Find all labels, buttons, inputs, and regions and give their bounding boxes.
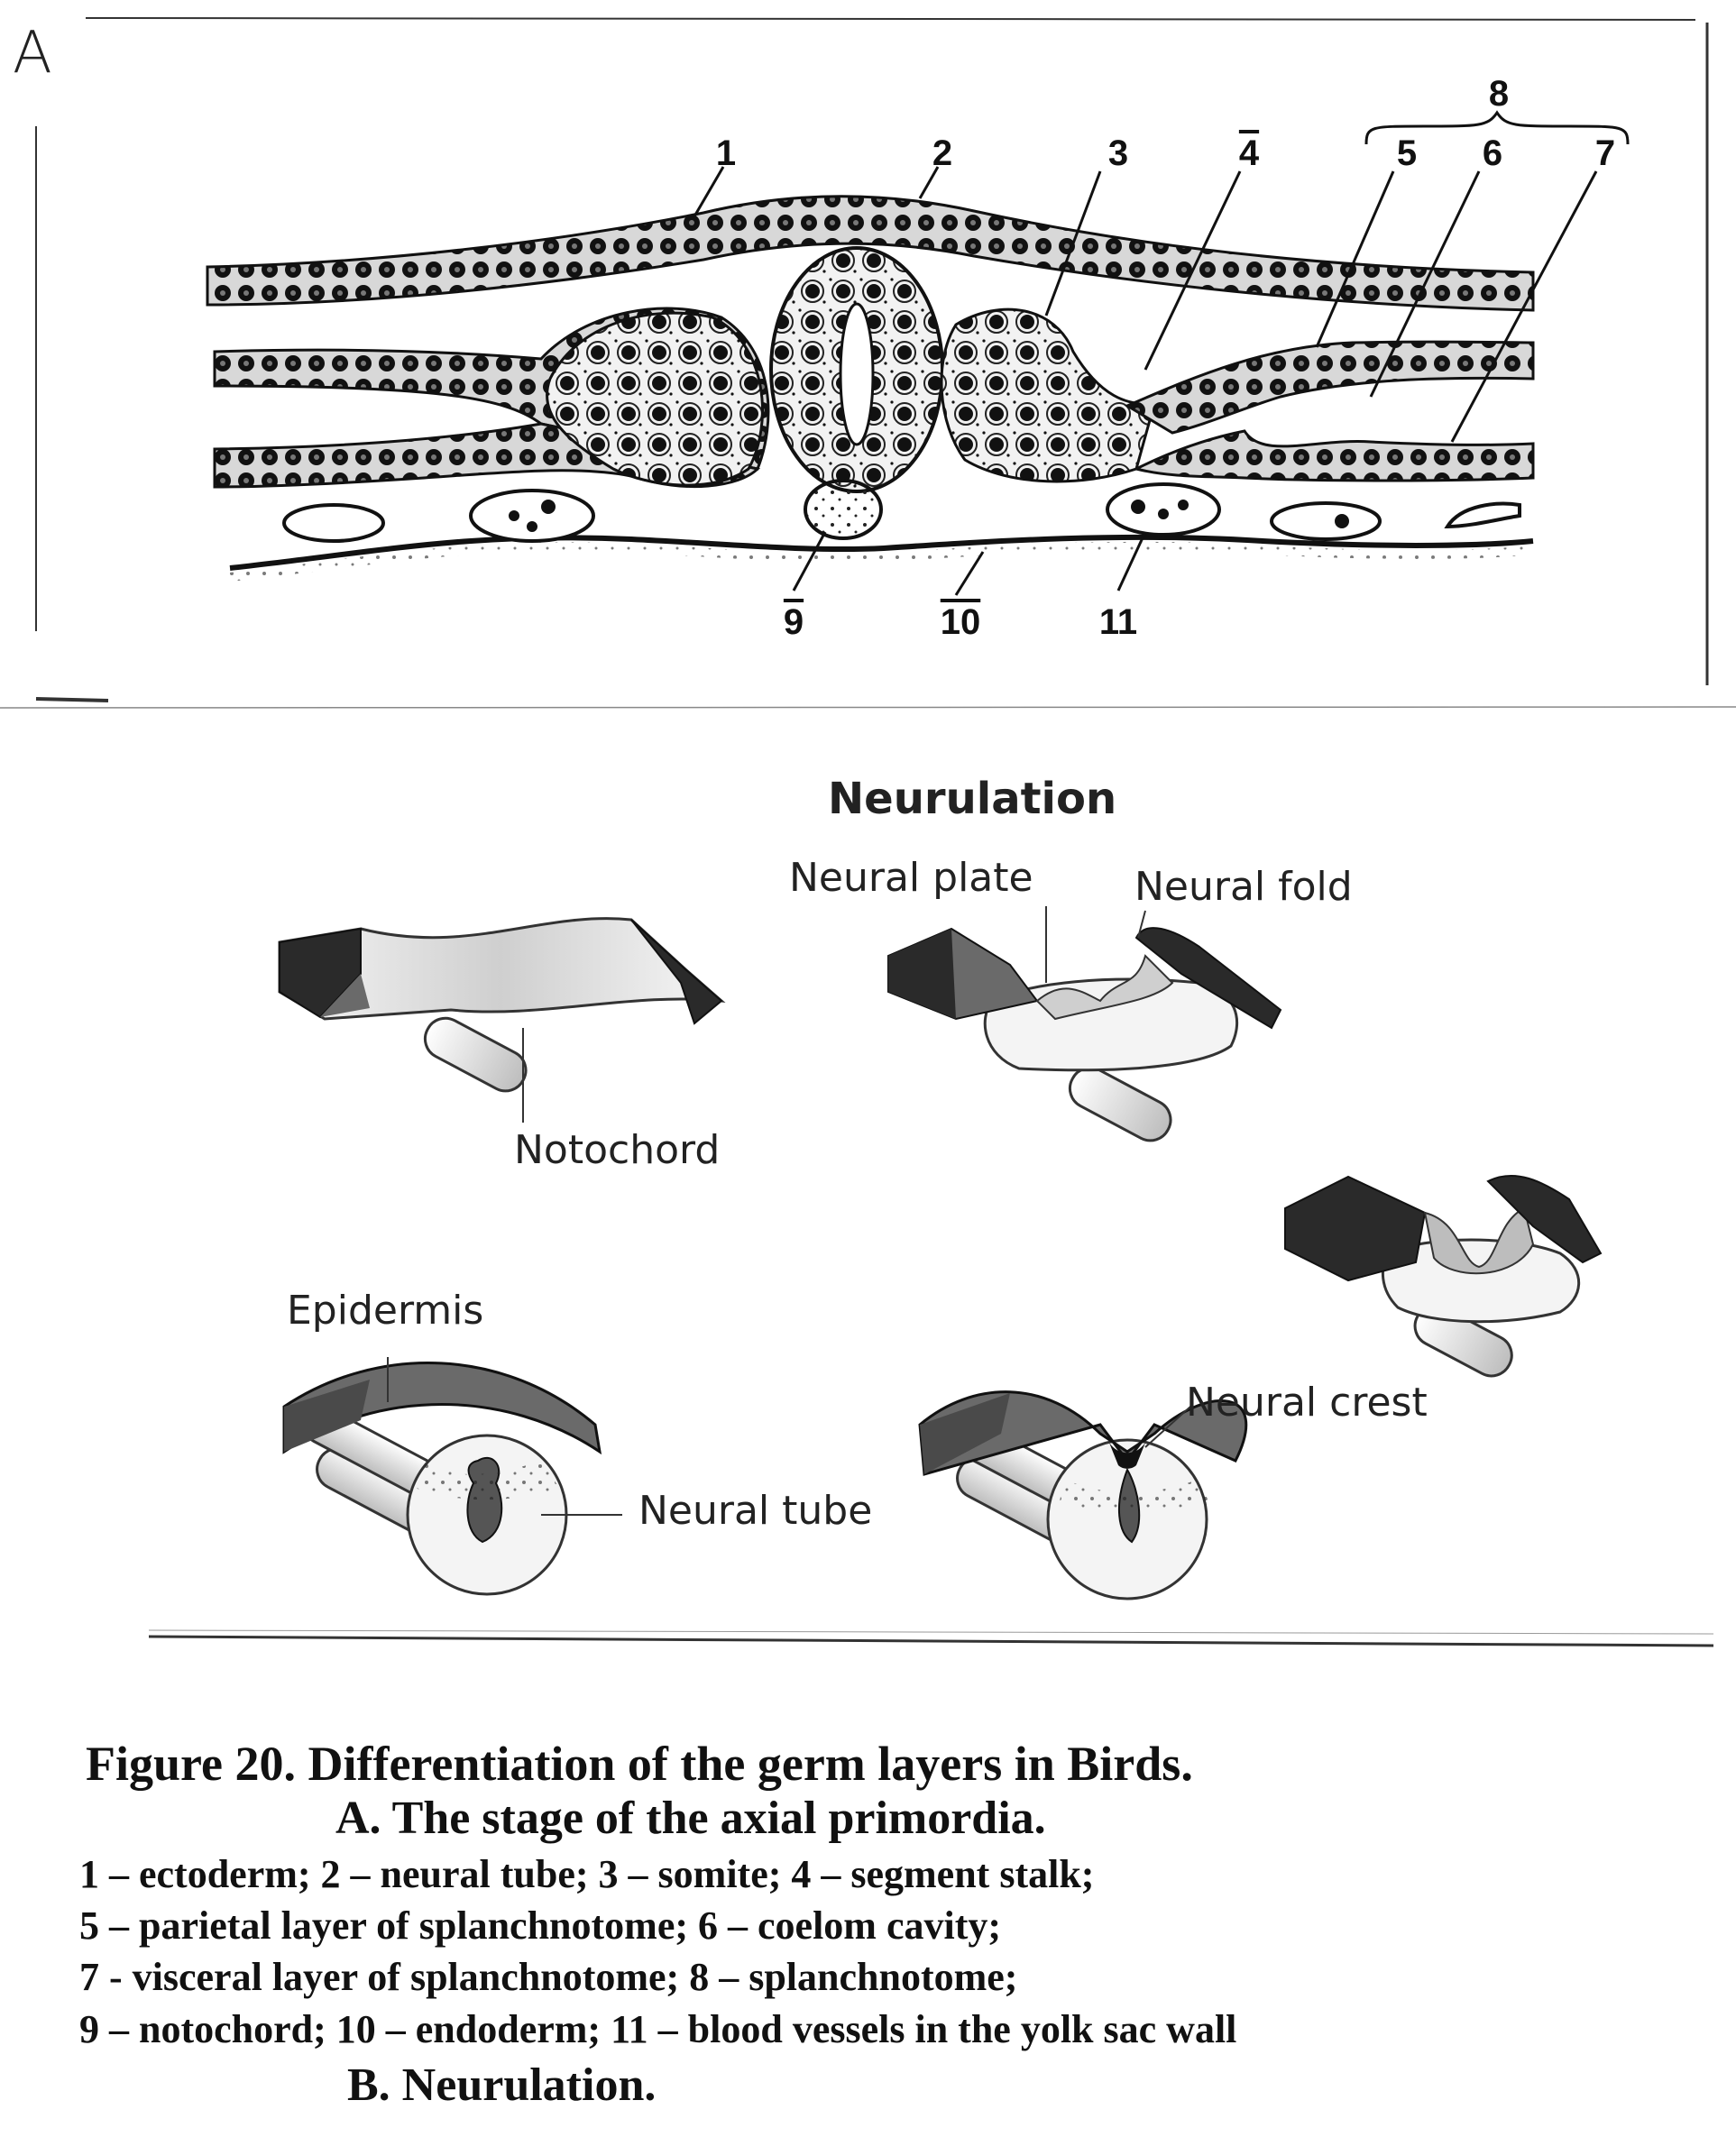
panel-b-frame — [148, 1629, 1714, 1647]
neurulation-title: Neurulation — [828, 774, 1117, 824]
neurulation-stage-3 — [1284, 1174, 1603, 1378]
label-neural-tube: Neural tube — [638, 1488, 873, 1534]
caption-part-b: B. Neurulation. — [347, 2059, 657, 2111]
label-epidermis: Epidermis — [287, 1288, 484, 1334]
label-notochord: Notochord — [514, 1127, 721, 1173]
label-6: 6 — [1482, 133, 1503, 173]
parietal-layer — [1124, 340, 1535, 435]
label-2: 2 — [932, 133, 953, 173]
visceral-layer — [1132, 429, 1535, 482]
neurulation-stage-2 — [887, 906, 1282, 1142]
label-neural-fold: Neural fold — [1134, 864, 1353, 910]
label-11: 11 — [1098, 602, 1138, 642]
label-1: 1 — [715, 133, 737, 173]
caption-legend-2: 5 – parietal layer of splanchnotome; 6 –… — [79, 1903, 1002, 1948]
caption-legend-1: 1 – ectoderm; 2 – neural tube; 3 – somit… — [79, 1852, 1095, 1896]
label-7: 7 — [1594, 133, 1616, 173]
panel-a-section-diagram — [206, 110, 1630, 596]
caption-legend-4: 9 – notochord; 10 – endoderm; 11 – blood… — [79, 2007, 1237, 2051]
notochord-section — [804, 479, 883, 540]
label-5: 5 — [1396, 133, 1418, 173]
somite-right — [940, 307, 1157, 483]
label-10: 10 — [940, 602, 981, 642]
label-9: 9 — [783, 602, 804, 642]
neural-tube — [769, 246, 944, 493]
label-neural-crest: Neural crest — [1186, 1380, 1428, 1426]
caption-title: Figure 20. Differentiation of the germ l… — [86, 1737, 1193, 1791]
neurulation-stage-4 — [282, 1357, 622, 1596]
endoderm-layer — [229, 534, 1534, 571]
label-3: 3 — [1107, 133, 1129, 173]
neurulation-stage-5 — [918, 1390, 1248, 1600]
somite-left — [546, 311, 764, 487]
label-8: 8 — [1488, 74, 1510, 114]
caption-part-a: A. The stage of the axial primordia. — [335, 1793, 1046, 1844]
label-4: 4 — [1238, 133, 1260, 173]
panel-a-letter: A — [13, 20, 52, 87]
panel-a-frame — [0, 17, 1736, 709]
blood-vessels — [282, 482, 1521, 543]
leader-lines — [693, 110, 1630, 596]
caption-legend-3: 7 - visceral layer of splanchnotome; 8 –… — [79, 1955, 1018, 1999]
neurulation-stage-1 — [278, 917, 726, 1123]
label-neural-plate: Neural plate — [789, 855, 1033, 901]
